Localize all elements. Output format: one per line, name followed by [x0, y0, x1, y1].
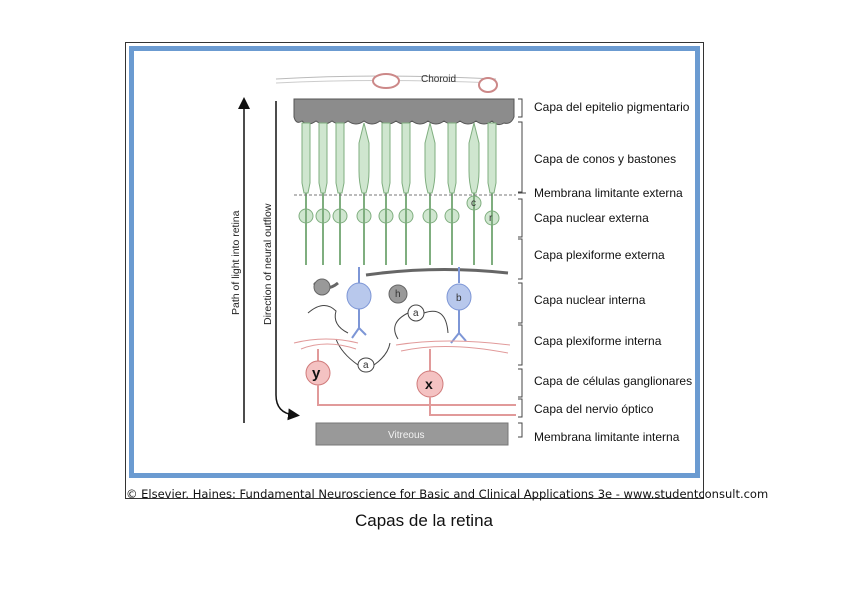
layer-bracket [518, 422, 523, 438]
ganglion-cell-y: y [305, 349, 516, 406]
cone-cell [356, 122, 372, 265]
rod-cell [298, 122, 314, 265]
horizontal-cell-soma [313, 278, 331, 296]
layer-label: Capa de conos y bastones [534, 152, 676, 166]
layer-label: Membrana limitante externa [534, 186, 683, 200]
layer-bracket [518, 121, 523, 193]
cell-label-a2: a [363, 360, 369, 371]
layer-brackets [517, 98, 526, 438]
cone-cell [422, 122, 438, 265]
choroid-vessel [372, 73, 400, 89]
retina-diagram: Choroid cr h b [230, 73, 692, 446]
bipolar-cell-left [346, 267, 372, 339]
layer-bracket [518, 198, 523, 238]
neural-outflow-arrow: Direction of neural outflow [262, 101, 300, 421]
rod-cell [332, 122, 348, 265]
ganglion-dendrites-y [293, 338, 359, 350]
bipolar-cell-b: b [446, 267, 472, 344]
rod-cell [398, 122, 414, 265]
cell-label-x: x [425, 376, 433, 392]
vitreous-label: Vitreous [388, 430, 425, 441]
figure-caption: Capas de la retina [355, 511, 493, 530]
layer-label: Membrana limitante interna [534, 430, 680, 444]
axis-light-label: Path of light into retina [230, 210, 242, 315]
rod-cell [444, 122, 460, 265]
choroid-label: Choroid [421, 74, 456, 85]
choroid: Choroid [275, 73, 498, 93]
photoreceptor-layer: cr [298, 122, 500, 265]
layer-bracket [518, 398, 523, 418]
vitreous: Vitreous [315, 422, 509, 446]
ganglion-cell-x: x [416, 349, 516, 416]
layer-bracket [518, 282, 523, 324]
layer-bracket [518, 238, 523, 280]
layer-bracket [518, 324, 523, 366]
choroid-vessel [478, 77, 498, 93]
ganglion-dendrites-x [395, 340, 511, 354]
cell-label-h: h [395, 289, 401, 300]
rod-cell [315, 122, 331, 265]
cell-label-c: c [471, 198, 476, 209]
cell-label-a1: a [413, 308, 419, 319]
layer-label: Capa del nervio óptico [534, 402, 654, 416]
amacrine-cell-lower: a [335, 338, 391, 373]
layer-label: Capa nuclear interna [534, 293, 646, 307]
copyright-credit: © Elsevier. Haines: Fundamental Neurosci… [126, 487, 769, 501]
layer-bracket [518, 98, 523, 118]
layer-bracket [518, 368, 523, 398]
layer-label: Capa plexiforme interna [534, 334, 662, 348]
light-path-arrow: Path of light into retina [230, 97, 250, 423]
cell-label-y: y [312, 365, 321, 382]
cell-label-b: b [456, 293, 462, 304]
horizontal-cell: h [365, 267, 509, 304]
rod-cell [484, 122, 500, 265]
layer-label: Capa de células ganglionares [534, 374, 692, 388]
rod-cell [378, 122, 394, 265]
pigment-epithelium [293, 98, 515, 126]
cone-cell [466, 122, 482, 265]
amacrine-cell-upper: a [394, 304, 449, 340]
layer-label: Capa plexiforme externa [534, 248, 665, 262]
axis-neural-label: Direction of neural outflow [262, 203, 274, 325]
layer-label: Capa nuclear externa [534, 211, 649, 225]
layer-label: Capa del epitelio pigmentario [534, 100, 690, 114]
amacrine-process [307, 305, 349, 334]
cell-label-r: r [489, 213, 493, 224]
